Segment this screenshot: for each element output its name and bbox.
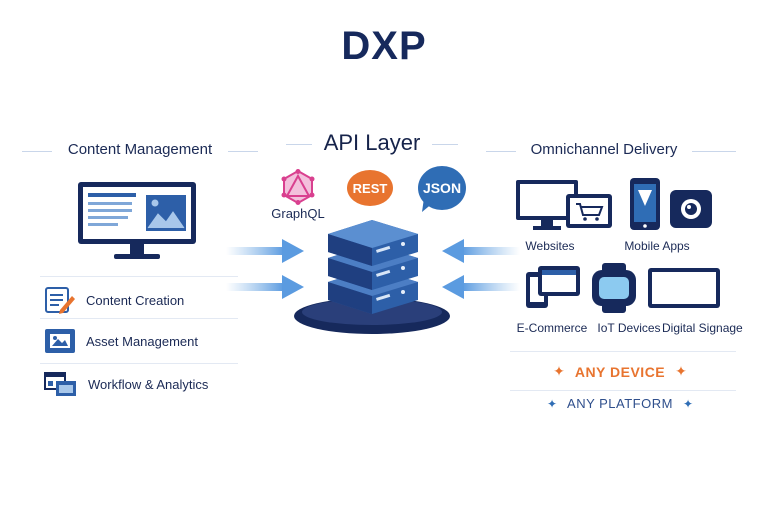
mobile-icon bbox=[630, 178, 712, 230]
signage-screen-icon bbox=[648, 268, 720, 308]
tagline-text: ANY DEVICE bbox=[574, 363, 666, 380]
list-item-label: Workflow & Analytics bbox=[88, 376, 209, 392]
page-title: DXP bbox=[341, 24, 427, 68]
list-item-content-creation: Content Creation bbox=[44, 286, 184, 314]
arrow-left-icon bbox=[442, 239, 520, 299]
divider bbox=[692, 151, 736, 152]
divider bbox=[228, 151, 258, 152]
divider bbox=[286, 144, 312, 145]
speech-tail-icon bbox=[422, 198, 434, 212]
divider bbox=[22, 151, 52, 152]
tagline-any-device: ✦ ANY DEVICE ✦ bbox=[540, 363, 700, 380]
ecommerce-devices-icon bbox=[526, 266, 580, 308]
divider bbox=[486, 151, 516, 152]
smartwatch-icon bbox=[592, 263, 636, 313]
divider bbox=[40, 276, 238, 277]
divider bbox=[40, 363, 238, 364]
divider bbox=[40, 318, 238, 319]
tagline-text: ANY PLATFORM bbox=[567, 396, 673, 411]
list-item-workflow-analytics: Workflow & Analytics bbox=[44, 370, 208, 398]
graphql-label: GraphQL bbox=[271, 206, 325, 221]
list-item-label: Asset Management bbox=[86, 333, 199, 349]
divider bbox=[510, 390, 736, 391]
content-management-heading: Content Management bbox=[67, 141, 213, 158]
workflow-windows-icon bbox=[44, 372, 76, 396]
sparkle-icon: ✦ bbox=[553, 363, 565, 379]
device-label: IoT Devices bbox=[597, 321, 661, 335]
monitor-icon bbox=[78, 182, 196, 259]
divider bbox=[432, 144, 458, 145]
list-item-asset-management: Asset Management bbox=[44, 327, 198, 355]
divider bbox=[510, 351, 736, 352]
device-label: E-Commerce bbox=[516, 321, 588, 335]
arrow-right-icon bbox=[226, 239, 304, 299]
server-stack-icon bbox=[294, 220, 450, 334]
device-label: Websites bbox=[525, 239, 575, 253]
rest-badge: REST bbox=[347, 170, 393, 206]
desktop-cart-icon bbox=[516, 180, 612, 230]
api-layer-heading: API Layer bbox=[323, 130, 421, 155]
graphql-icon bbox=[281, 169, 315, 205]
image-asset-icon bbox=[45, 329, 75, 353]
document-edit-icon bbox=[45, 287, 75, 314]
sparkle-icon: ✦ bbox=[682, 396, 694, 411]
device-label: Mobile Apps bbox=[624, 239, 690, 253]
device-label: Digital Signage bbox=[662, 321, 743, 335]
omnichannel-heading: Omnichannel Delivery bbox=[530, 141, 678, 158]
tagline-any-platform: ✦ ANY PLATFORM ✦ bbox=[530, 396, 710, 411]
sparkle-icon: ✦ bbox=[546, 396, 558, 411]
list-item-label: Content Creation bbox=[86, 292, 185, 308]
sparkle-icon: ✦ bbox=[675, 363, 687, 379]
